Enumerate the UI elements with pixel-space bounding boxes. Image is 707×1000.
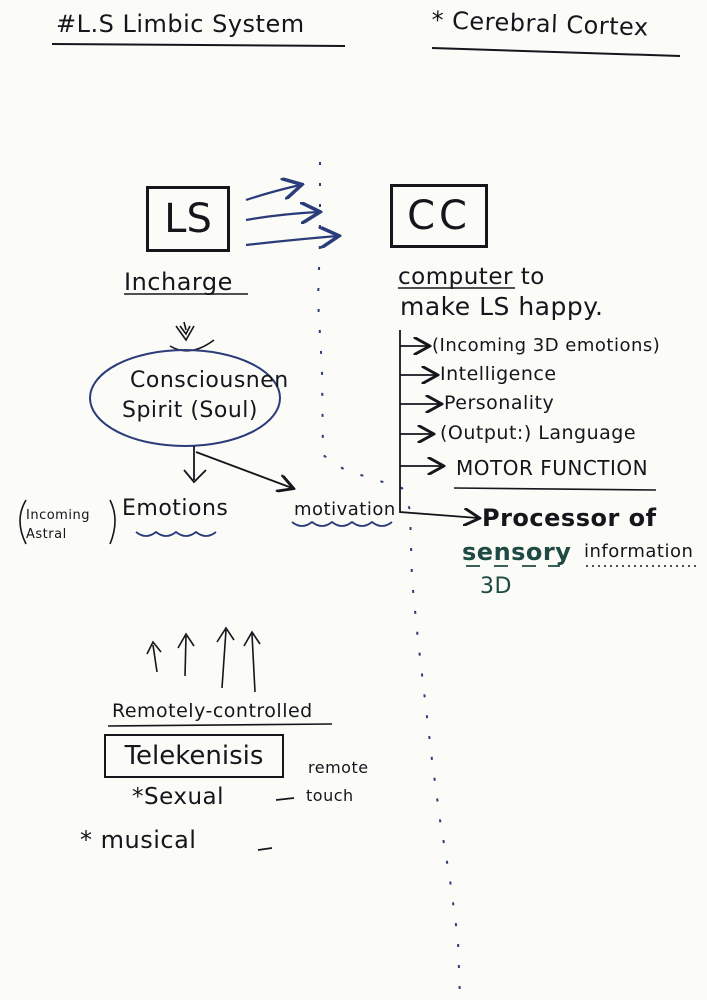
processor-information: information <box>584 541 694 562</box>
emotions-wave <box>135 530 217 537</box>
ls-cc-arrow-3 <box>245 236 337 245</box>
right-title-underline <box>431 47 681 57</box>
item-sexual: *Sexual <box>132 784 225 810</box>
processor-line1: Processor of <box>482 504 657 532</box>
remotely-controlled-caption: Remotely-controlled <box>112 700 313 722</box>
ls-label: LS <box>164 196 212 242</box>
cc-function-4: (Output:) Language <box>440 422 637 444</box>
emotions-paren-right <box>109 499 116 545</box>
up-arrow-4 <box>243 630 261 693</box>
cc-sub-line1: computer to <box>398 264 545 290</box>
sexual-dash <box>275 797 295 801</box>
remote-underline <box>107 723 333 727</box>
emotions-prefix-line1: Incoming <box>26 508 90 523</box>
cc-function-2: Intelligence <box>440 363 557 385</box>
emotions-label: Emotions <box>122 496 229 521</box>
cc-function-3: Personality <box>444 392 555 414</box>
ls-box: LS <box>146 186 230 252</box>
up-arrow-2 <box>177 632 195 677</box>
item-sexual-note-line1: remote <box>308 758 369 777</box>
ls-cc-arrow-2 <box>245 212 318 220</box>
right-title: * Cerebral Cortex <box>431 6 650 42</box>
left-title-underline <box>51 43 346 47</box>
cc-sub-line2: make LS happy. <box>400 292 604 321</box>
motivation-wave <box>291 520 393 527</box>
cc-box: CC <box>390 184 488 248</box>
soul-line1: Consciousnen <box>130 368 289 393</box>
soul-to-motivation-arrow <box>195 451 292 488</box>
soul-line2: Spirit (Soul) <box>122 398 258 423</box>
ls-incharge: Incharge <box>124 268 233 296</box>
processor-sensory: sensory <box>462 538 572 566</box>
motivation-label: motivation <box>294 499 396 520</box>
motor-underline <box>453 487 657 491</box>
soul-ellipse <box>89 349 281 447</box>
ls-cc-arrow-1 <box>245 185 300 202</box>
musical-dash <box>257 847 273 851</box>
up-arrow-3 <box>216 626 235 689</box>
cc-label: CC <box>407 193 471 239</box>
functions-bracket <box>399 330 478 518</box>
telekinesis-label: Telekenisis <box>124 741 264 771</box>
up-arrow-1 <box>146 640 162 673</box>
emotions-paren-left <box>19 499 27 545</box>
item-musical: * musical <box>80 826 197 854</box>
soul-to-emotions-arrow <box>183 446 207 484</box>
item-sexual-note-line2: touch <box>306 786 354 805</box>
cc-function-5: MOTOR FUNCTION <box>456 456 649 480</box>
processor-3d-note: 3D <box>480 574 512 599</box>
down-chevrons <box>169 321 215 352</box>
cc-function-1: (Incoming 3D emotions) <box>432 335 661 356</box>
left-title: #L.S Limbic System <box>56 10 305 38</box>
telekinesis-box: Telekenisis <box>104 734 284 778</box>
emotions-prefix-line2: Astral <box>26 527 67 542</box>
